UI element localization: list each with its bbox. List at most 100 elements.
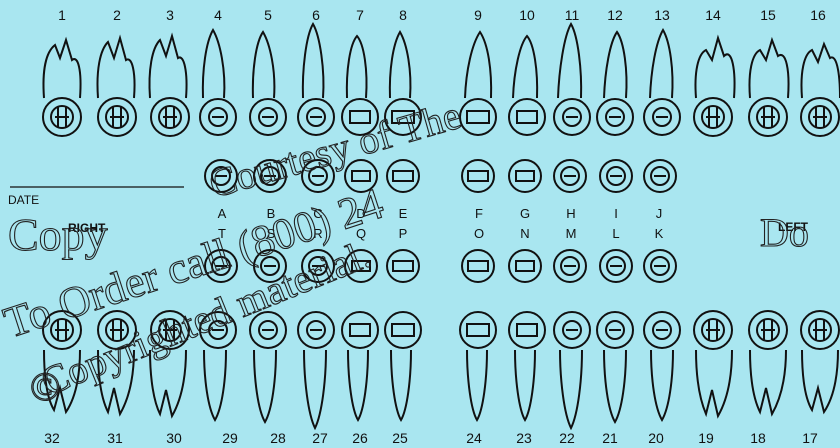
tooth-18 bbox=[750, 350, 786, 414]
tooth-number-8: 8 bbox=[399, 7, 407, 23]
crown-21 bbox=[597, 312, 633, 348]
crown-10 bbox=[509, 99, 545, 135]
tooth-2 bbox=[97, 38, 134, 98]
tooth-number-29: 29 bbox=[222, 430, 238, 446]
tooth-16 bbox=[801, 44, 840, 98]
watermark-courtesy: Courtesy of The bbox=[204, 92, 466, 207]
tooth-22 bbox=[560, 350, 582, 428]
tooth-number-2: 2 bbox=[113, 7, 121, 23]
tooth-14 bbox=[695, 38, 734, 98]
crown-9 bbox=[460, 99, 496, 135]
upper-tooth-numbers: 1 2 3 4 5 6 7 8 9 10 11 12 13 14 15 16 bbox=[58, 7, 826, 23]
primary-crown-P bbox=[387, 250, 419, 282]
tooth-17 bbox=[802, 350, 838, 412]
tooth-21 bbox=[604, 350, 626, 422]
tooth-19 bbox=[696, 350, 732, 416]
watermark-copy: Copy bbox=[8, 209, 108, 260]
primary-letter-G: G bbox=[520, 206, 530, 221]
primary-letter-M: M bbox=[566, 226, 577, 241]
crown-20 bbox=[644, 312, 680, 348]
tooth-28 bbox=[254, 350, 276, 422]
tooth-1 bbox=[43, 40, 80, 98]
tooth-number-9: 9 bbox=[474, 7, 482, 23]
crown-23 bbox=[509, 312, 545, 348]
tooth-11 bbox=[558, 24, 581, 98]
tooth-number-14: 14 bbox=[705, 7, 721, 23]
tooth-13 bbox=[650, 30, 673, 98]
tooth-6 bbox=[303, 24, 324, 98]
tooth-number-19: 19 bbox=[698, 430, 714, 446]
crown-3 bbox=[151, 98, 189, 136]
crown-26 bbox=[342, 312, 378, 348]
primary-crown-E bbox=[387, 160, 419, 192]
crown-22 bbox=[554, 312, 590, 348]
tooth-number-28: 28 bbox=[270, 430, 286, 446]
crown-15 bbox=[749, 98, 787, 136]
tooth-15 bbox=[749, 40, 788, 98]
crown-18 bbox=[749, 311, 787, 349]
tooth-number-20: 20 bbox=[648, 430, 664, 446]
primary-crown-I bbox=[600, 160, 632, 192]
tooth-number-15: 15 bbox=[760, 7, 776, 23]
tooth-number-12: 12 bbox=[607, 7, 623, 23]
primary-letter-H: H bbox=[566, 206, 575, 221]
tooth-29 bbox=[204, 350, 226, 420]
lower-teeth bbox=[44, 350, 838, 428]
crown-2 bbox=[98, 98, 136, 136]
tooth-number-10: 10 bbox=[519, 7, 535, 23]
primary-letter-F: F bbox=[475, 206, 483, 221]
tooth-8 bbox=[390, 32, 411, 98]
watermark-do: Do bbox=[760, 210, 809, 255]
primary-crown-L bbox=[600, 250, 632, 282]
primary-letter-E: E bbox=[399, 206, 408, 221]
crown-14 bbox=[694, 98, 732, 136]
primary-letter-K: K bbox=[655, 226, 664, 241]
tooth-26 bbox=[348, 350, 368, 420]
date-label: DATE bbox=[8, 193, 39, 207]
tooth-number-22: 22 bbox=[559, 430, 575, 446]
lower-tooth-numbers: 32 31 30 29 28 27 26 25 24 23 22 21 20 1… bbox=[44, 430, 818, 446]
primary-crown-H bbox=[554, 160, 586, 192]
tooth-number-26: 26 bbox=[352, 430, 368, 446]
tooth-number-5: 5 bbox=[264, 7, 272, 23]
crown-4 bbox=[200, 99, 236, 135]
primary-crown-N bbox=[509, 250, 541, 282]
tooth-number-6: 6 bbox=[312, 7, 320, 23]
crown-16 bbox=[801, 98, 839, 136]
tooth-27 bbox=[304, 350, 326, 428]
tooth-number-25: 25 bbox=[392, 430, 408, 446]
tooth-10 bbox=[513, 36, 537, 98]
tooth-number-3: 3 bbox=[166, 7, 174, 23]
tooth-number-30: 30 bbox=[166, 430, 182, 446]
primary-crown-K bbox=[644, 250, 676, 282]
tooth-5 bbox=[253, 32, 275, 98]
tooth-number-21: 21 bbox=[602, 430, 618, 446]
crown-27 bbox=[298, 312, 334, 348]
tooth-number-17: 17 bbox=[802, 430, 818, 446]
tooth-number-1: 1 bbox=[58, 7, 66, 23]
primary-crown-M bbox=[554, 250, 586, 282]
tooth-3 bbox=[149, 36, 186, 98]
tooth-9 bbox=[465, 32, 491, 98]
crown-11 bbox=[554, 99, 590, 135]
crown-1 bbox=[43, 98, 81, 136]
crown-13 bbox=[644, 99, 680, 135]
crown-19 bbox=[694, 311, 732, 349]
crown-12 bbox=[597, 99, 633, 135]
tooth-20 bbox=[651, 350, 673, 420]
primary-crown-O bbox=[462, 250, 494, 282]
watermark-copyright-symbol: © bbox=[30, 364, 60, 409]
primary-letter-I: I bbox=[614, 206, 618, 221]
tooth-7 bbox=[347, 36, 367, 98]
primary-letter-N: N bbox=[520, 226, 529, 241]
crown-25 bbox=[385, 312, 421, 348]
tooth-number-27: 27 bbox=[312, 430, 328, 446]
primary-letter-O: O bbox=[474, 226, 484, 241]
tooth-number-23: 23 bbox=[516, 430, 532, 446]
tooth-24 bbox=[467, 350, 487, 420]
tooth-number-4: 4 bbox=[214, 7, 222, 23]
tooth-number-13: 13 bbox=[654, 7, 670, 23]
tooth-number-31: 31 bbox=[107, 430, 123, 446]
crown-5 bbox=[250, 99, 286, 135]
